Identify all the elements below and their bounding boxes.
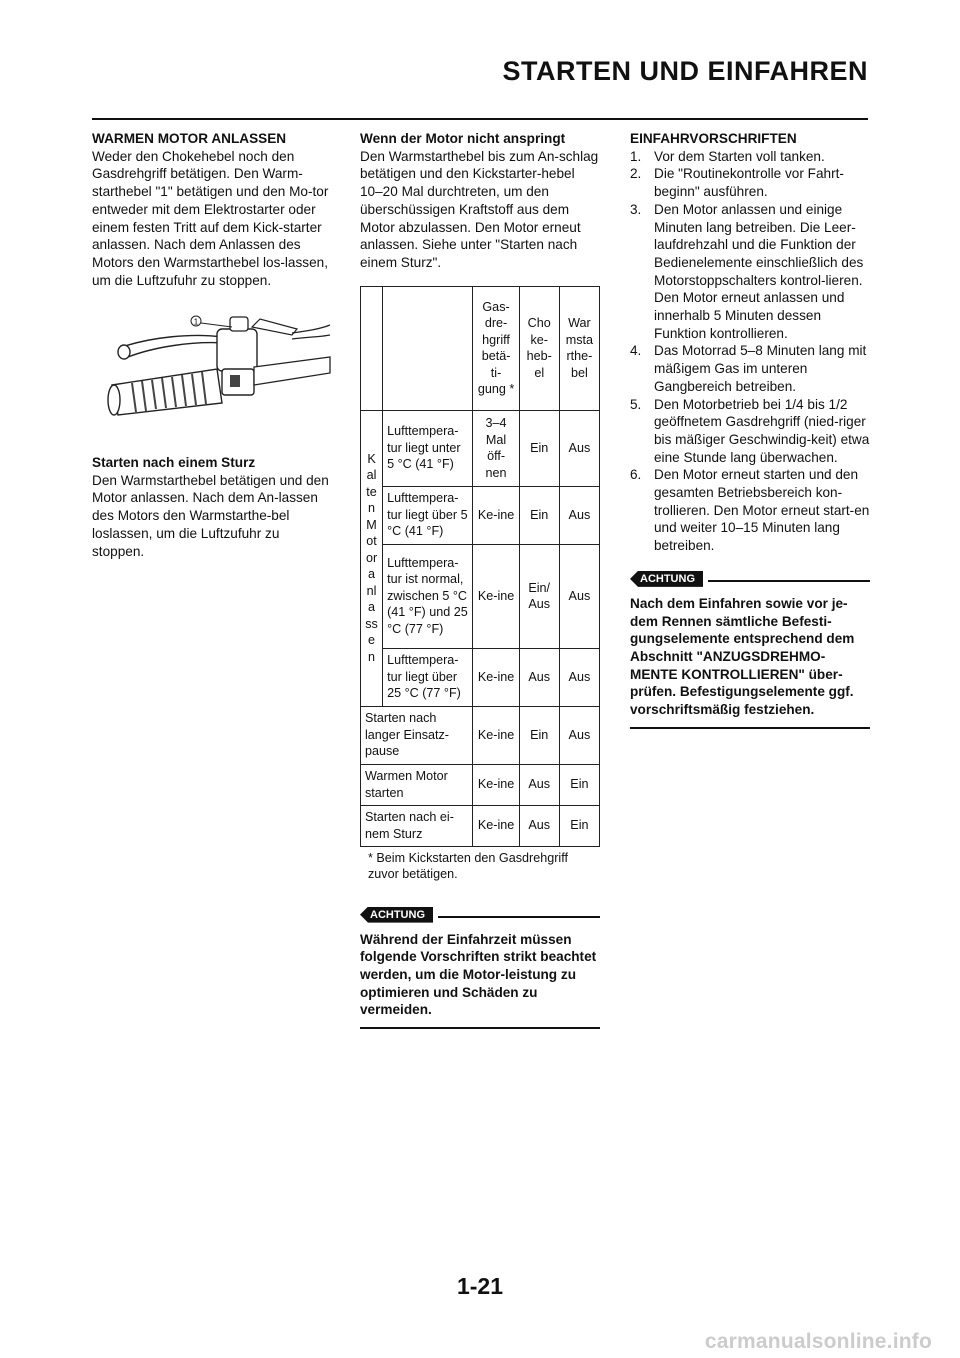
heading-warm-engine-start: WARMEN MOTOR ANLASSEN <box>92 131 287 146</box>
table-row: Starten nach langer Einsatz-pause Ke-ine… <box>359 705 601 765</box>
handlebar-lever-illustration: 1 <box>107 315 331 417</box>
table-cell-condition: Lufttempera-tur liegt über 25 °C (77 °F) <box>382 647 474 707</box>
table-cell-choke: Aus <box>518 763 560 806</box>
table-header-choke: Cho ke-heb-el <box>518 285 560 411</box>
warning-header: ACHTUNG <box>630 569 870 589</box>
list-item: 4.Das Motorrad 5–8 Minuten lang mit mäßi… <box>630 343 867 394</box>
text-engine-not-starting: Den Warmstarthebel bis zum An-schlag bet… <box>360 148 599 270</box>
table-cell-warmstart: Ein <box>558 763 601 806</box>
warning-rule <box>438 915 600 918</box>
table-header-row: Gas-dre-hgriff betä-ti-gung * Cho ke-heb… <box>359 285 601 411</box>
watermark: carmanualsonline.info <box>704 1330 932 1353</box>
table-cell-choke: Aus <box>518 647 560 707</box>
table-cell-choke: Ein <box>518 485 560 545</box>
column-right: EINFAHRVORSCHRIFTEN 1.Vor dem Starten vo… <box>630 130 870 729</box>
table-cell-throttle: Ke-ine <box>472 485 520 545</box>
table-cell-condition: Starten nach ei-nem Sturz <box>359 804 474 847</box>
list-item: 6.Den Motor erneut starten und den gesam… <box>630 467 870 554</box>
column-left: WARMEN MOTOR ANLASSEN Weder den Chokeheb… <box>92 130 332 560</box>
table-cell-choke: Ein <box>518 705 560 765</box>
table-row: Warmen Motor starten Ke-ine Aus Ein <box>359 763 601 806</box>
table-cell-throttle: Ke-ine <box>472 647 520 707</box>
table-cell-condition: Lufttempera-tur liegt über 5 °C (41 °F) <box>382 485 474 545</box>
warning-text: Während der Einfahrzeit müssen folgende … <box>360 931 600 1030</box>
table-cell-throttle: Ke-ine <box>472 763 520 806</box>
table-header-warmstart: War msta rthe-bel <box>558 285 601 411</box>
page-title: STARTEN UND EINFAHREN <box>502 56 868 86</box>
callout-1: 1 <box>194 318 199 327</box>
warning-rule <box>708 579 870 582</box>
list-item: 3.Den Motor anlassen und einige Minuten … <box>630 201 864 341</box>
heading-break-in: EINFAHRVORSCHRIFTEN <box>630 131 797 146</box>
table-cell-throttle: Ke-ine <box>472 804 520 847</box>
break-in-steps: 1.Vor dem Starten voll tanken. 2.Die "Ro… <box>630 148 870 555</box>
table-cell-choke: Aus <box>518 804 560 847</box>
text-start-after-fall: Den Warmstarthebel betätigen und den Mot… <box>92 472 329 559</box>
column-middle: Wenn der Motor nicht anspringt Den Warms… <box>359 130 601 1030</box>
starting-table: Gas-dre-hgriff betä-ti-gung * Cho ke-heb… <box>359 285 601 847</box>
table-row: Starten nach ei-nem Sturz Ke-ine Aus Ein <box>359 804 601 847</box>
table-cell-throttle: Ke-ine <box>472 705 520 765</box>
table-cell-condition: Starten nach langer Einsatz-pause <box>359 705 474 765</box>
title-rule <box>92 118 868 120</box>
table-cell-warmstart: Aus <box>558 647 601 707</box>
table-cell-condition: Lufttempera-tur ist normal, zwischen 5 °… <box>382 543 474 649</box>
page-number: 1-21 <box>456 1273 504 1299</box>
heading-start-after-fall: Starten nach einem Sturz <box>92 455 256 471</box>
text-warm-engine-start: Weder den Chokehebel noch den Gasdrehgri… <box>92 148 329 288</box>
table-cell-choke: Ein <box>518 409 560 487</box>
table-cell-condition: Lufttempera-tur liegt unter 5 °C (41 °F) <box>382 409 474 487</box>
table-cell-condition: Warmen Motor starten <box>359 763 474 806</box>
warning-text: Nach dem Einfahren sowie vor je-dem Renn… <box>630 595 870 729</box>
warning-badge: ACHTUNG <box>360 906 433 923</box>
table-cell-warmstart: Ein <box>558 804 601 847</box>
table-header-empty <box>359 285 384 411</box>
table-cell-warmstart: Aus <box>558 409 601 487</box>
table-header-empty-2 <box>382 285 474 411</box>
table-group-label: Kalten Motor anlassen <box>359 409 384 707</box>
warning-header: ACHTUNG <box>360 905 600 925</box>
table-cell-throttle: 3–4 Mal öff-nen <box>472 409 520 487</box>
list-item: 1.Vor dem Starten voll tanken. <box>630 148 825 164</box>
table-row: Kalten Motor anlassen Lufttempera-tur li… <box>359 409 601 707</box>
table-cell-choke: Ein/ Aus <box>518 543 560 649</box>
table-header-throttle: Gas-dre-hgriff betä-ti-gung * <box>472 285 520 411</box>
table-cell-warmstart: Aus <box>558 543 601 649</box>
table-cell-warmstart: Aus <box>558 705 601 765</box>
table-cell-throttle: Ke-ine <box>472 543 520 649</box>
list-item: 5.Den Motorbetrieb bei 1/4 bis 1/2 geöff… <box>630 396 870 465</box>
table-row: Lufttempera-tur liegt über 25 °C (77 °F)… <box>361 647 601 707</box>
table-row: Lufttempera-tur ist normal, zwischen 5 °… <box>361 543 601 649</box>
table-footnote: * Beim Kickstarten den Gasdrehgriff zuvo… <box>368 850 568 882</box>
table-cell-warmstart: Aus <box>558 485 601 545</box>
heading-engine-not-starting: Wenn der Motor nicht anspringt <box>360 131 566 146</box>
table-row: Lufttempera-tur liegt über 5 °C (41 °F) … <box>361 485 601 545</box>
warning-badge: ACHTUNG <box>630 570 703 587</box>
list-item: 2.Die "Routinekontrolle vor Fahrt-beginn… <box>630 166 844 200</box>
